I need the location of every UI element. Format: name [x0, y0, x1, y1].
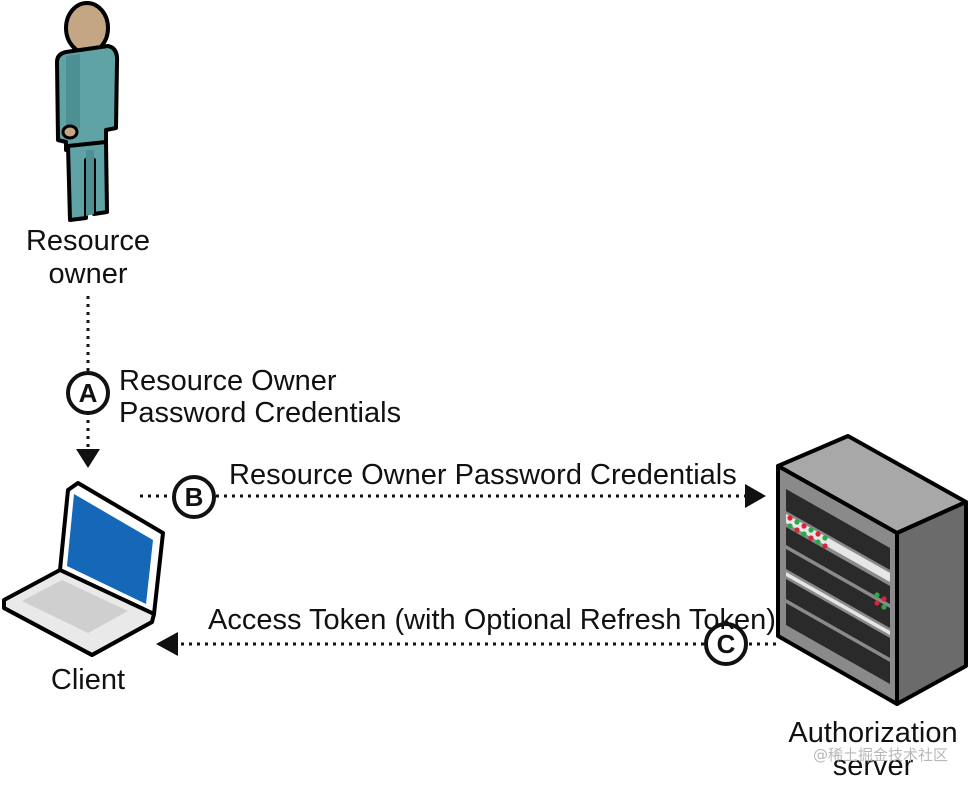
server-label-line1: Authorization	[788, 717, 957, 749]
step-b-letter: B	[185, 482, 204, 512]
laptop-icon	[2, 481, 165, 657]
step-b-label: Resource Owner Password Credentials	[229, 459, 737, 491]
arrow-b	[140, 484, 766, 508]
step-b-badge: B	[172, 475, 216, 519]
step-c-letter: C	[717, 629, 736, 659]
arrow-c	[156, 632, 776, 656]
resource-owner-label-line2: owner	[49, 258, 128, 290]
server-led-group-2	[874, 592, 887, 610]
server-label-line2: server	[833, 750, 914, 782]
client-label: Client	[51, 664, 125, 696]
step-a-letter: A	[79, 378, 98, 408]
server-led-group-1	[787, 515, 828, 549]
watermark-text: @稀土掘金技术社区	[813, 746, 948, 764]
resource-owner-icon	[55, 1, 120, 222]
step-c-label: Access Token (with Optional Refresh Toke…	[208, 604, 776, 636]
step-c-badge: C	[704, 622, 748, 666]
server-icon	[776, 434, 968, 706]
resource-owner-label-line1: Resource	[26, 225, 150, 257]
step-a-label-line2: Password Credentials	[119, 397, 401, 429]
step-a-label-line1: Resource Owner	[119, 365, 337, 397]
arrow-a	[76, 296, 100, 468]
step-a-badge: A	[66, 371, 110, 415]
